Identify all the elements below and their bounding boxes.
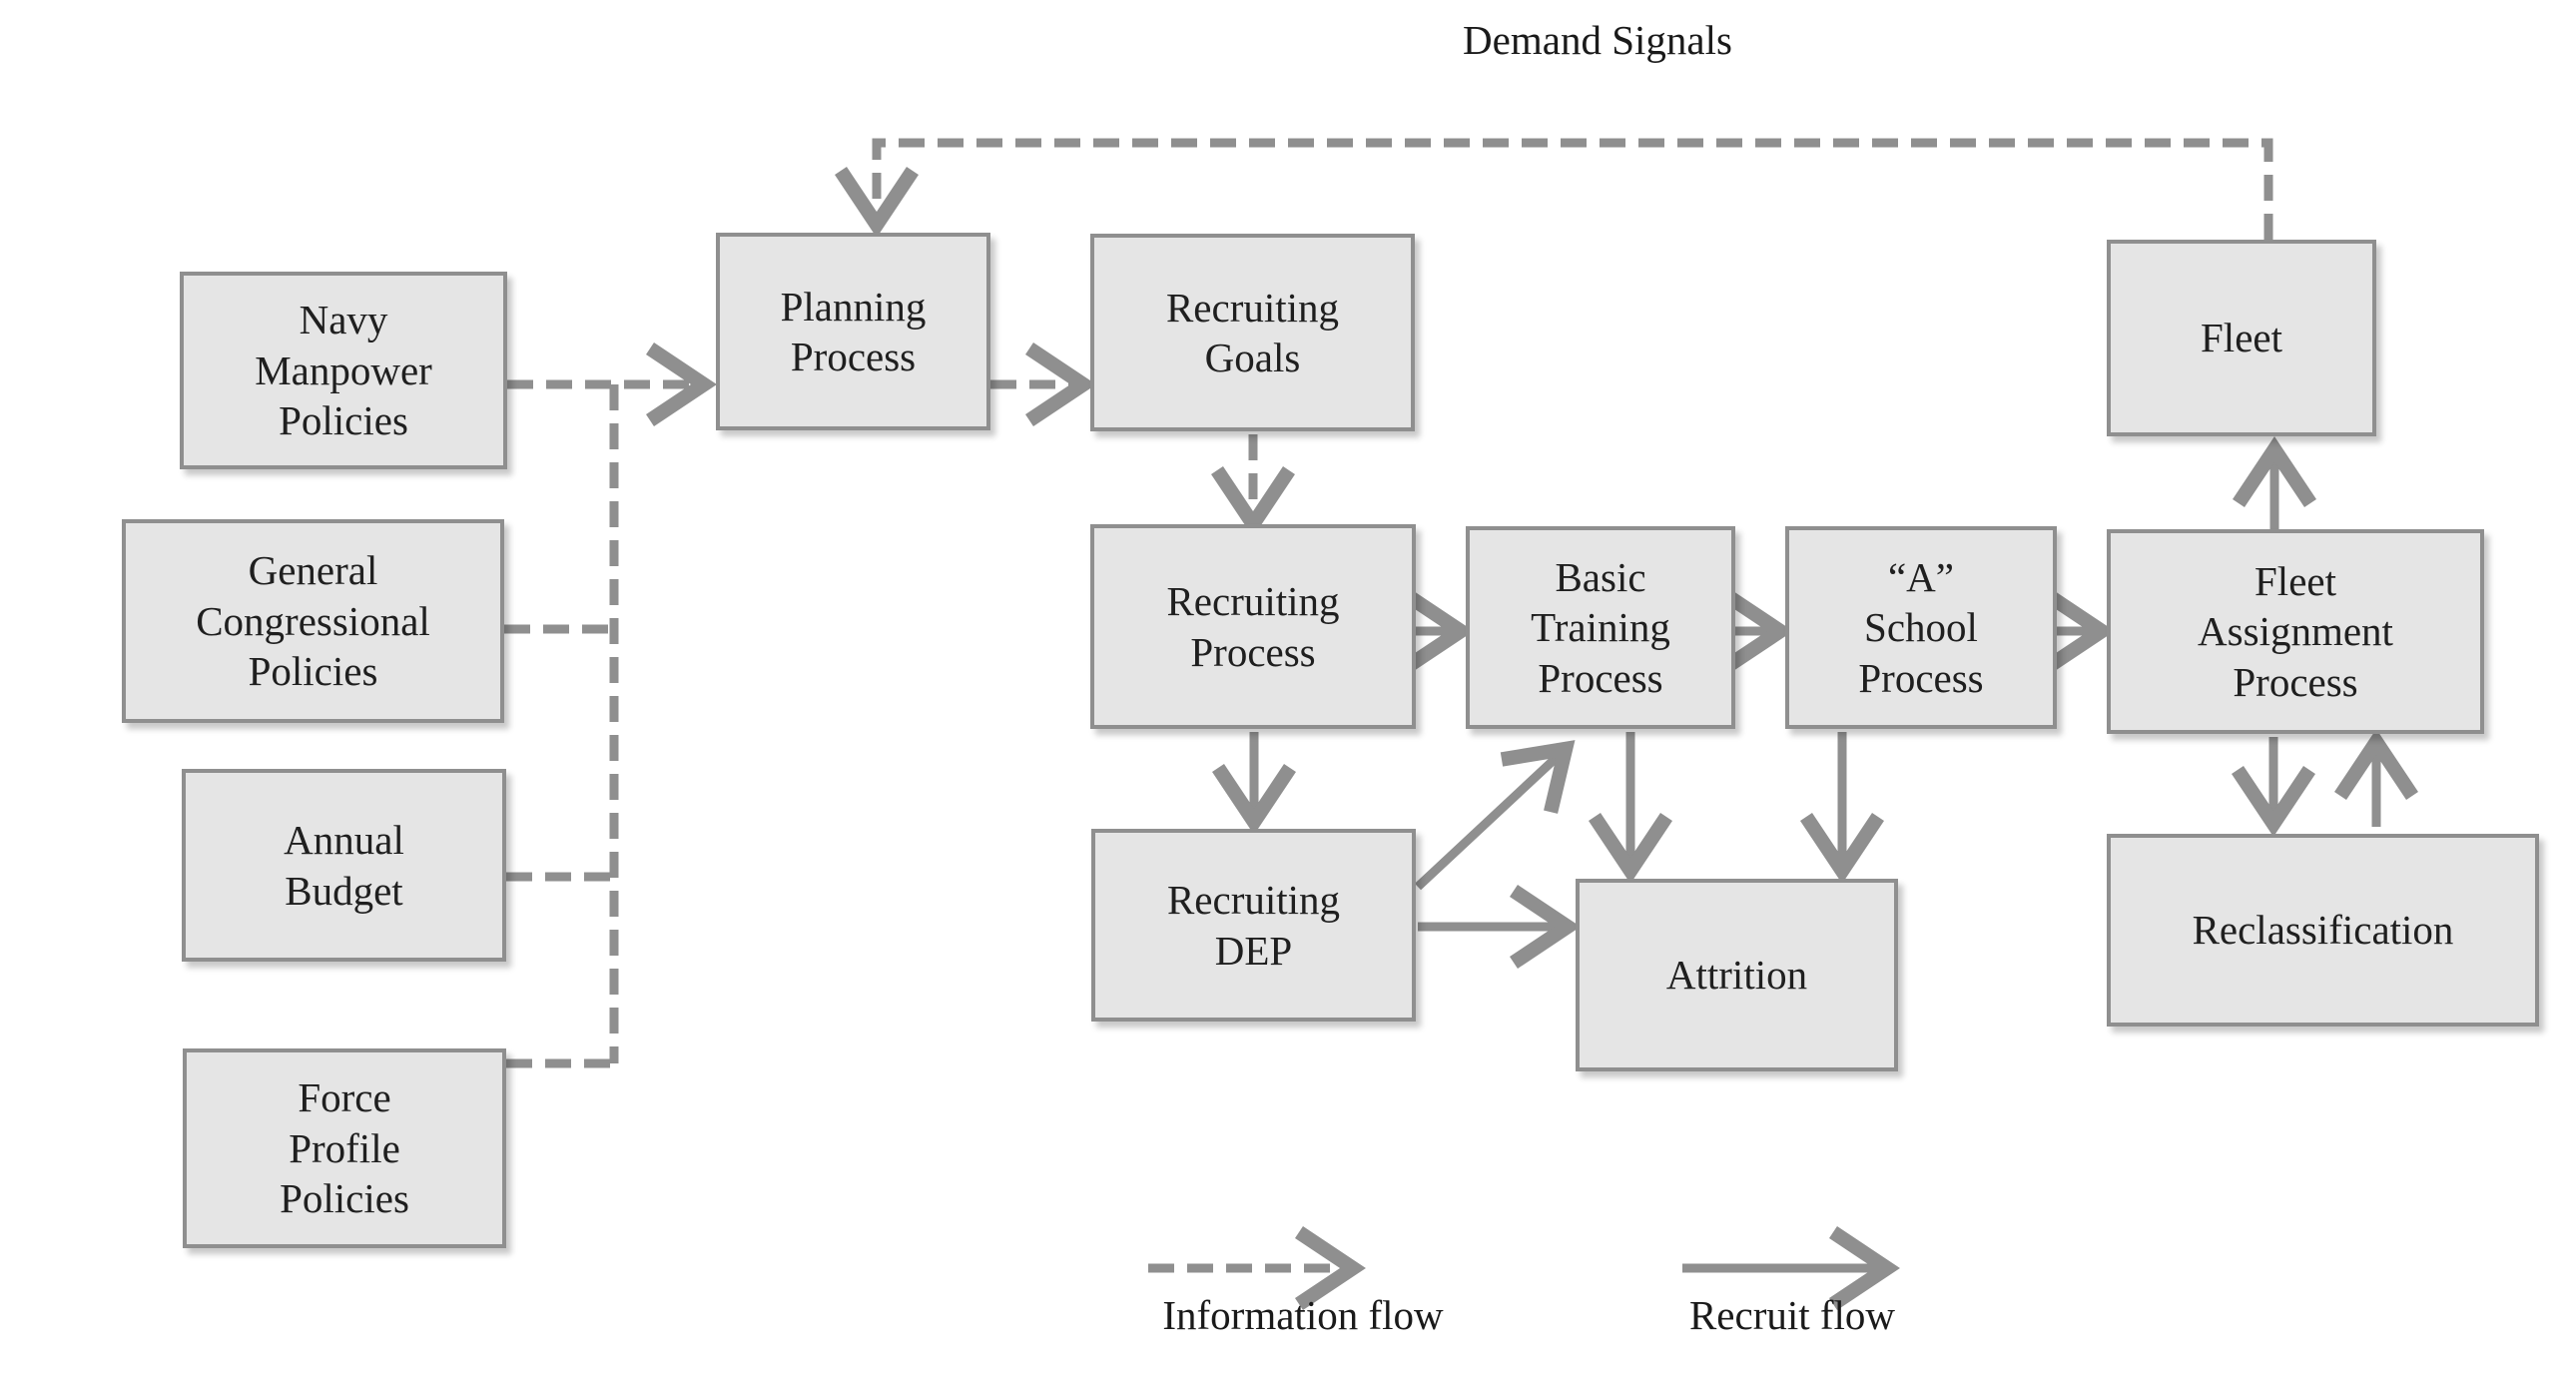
force-profile-policies-label: Force Profile Policies bbox=[280, 1074, 409, 1222]
demand-signals-label: Demand Signals bbox=[1463, 17, 1732, 63]
reclassification-label: Reclassification bbox=[2192, 907, 2454, 954]
recruiting-process-label: Recruiting Process bbox=[1166, 578, 1340, 675]
attrition-box: Attrition bbox=[1576, 879, 1898, 1071]
recruiting-dep-label: Recruiting DEP bbox=[1166, 877, 1341, 974]
basic-training-process-box: Basic Training Process bbox=[1466, 526, 1735, 729]
annual-budget-box: Annual Budget bbox=[182, 769, 506, 962]
info-arrow-demand-signals bbox=[835, 138, 2273, 240]
a-school-process-label: “A” School Process bbox=[1858, 553, 1984, 701]
planning-process-label: Planning Process bbox=[780, 283, 927, 379]
navy-manpower-policies-label: Navy Manpower Policies bbox=[255, 297, 432, 444]
fleet-box: Fleet bbox=[2107, 240, 2376, 436]
force-profile-policies-box: Force Profile Policies bbox=[183, 1048, 506, 1248]
recruit-arrow-dep-to-basic bbox=[1414, 740, 1576, 891]
recruiting-dep-box: Recruiting DEP bbox=[1091, 829, 1416, 1022]
recruiting-goals-label: Recruiting Goals bbox=[1165, 284, 1340, 380]
fleet-assignment-process-box: Fleet Assignment Process bbox=[2107, 529, 2484, 734]
a-school-process-box: “A” School Process bbox=[1785, 526, 2057, 729]
reclassification-box: Reclassification bbox=[2107, 834, 2539, 1027]
fleet-assignment-process-label: Fleet Assignment Process bbox=[2198, 557, 2393, 705]
fleet-label: Fleet bbox=[2201, 315, 2282, 361]
legend-recruit-flow-label: Recruit flow bbox=[1688, 1292, 1896, 1338]
annual-budget-label: Annual Budget bbox=[284, 817, 404, 914]
basic-training-process-label: Basic Training Process bbox=[1531, 553, 1670, 701]
recruiting-process-box: Recruiting Process bbox=[1090, 524, 1416, 729]
general-congressional-policies-box: General Congressional Policies bbox=[122, 519, 504, 723]
general-congressional-policies-label: General Congressional Policies bbox=[196, 547, 430, 695]
recruiting-goals-box: Recruiting Goals bbox=[1090, 234, 1415, 431]
attrition-label: Attrition bbox=[1665, 952, 1808, 999]
navy-manpower-policies-box: Navy Manpower Policies bbox=[180, 272, 507, 469]
legend-information-flow-label: Information flow bbox=[1162, 1292, 1444, 1338]
planning-process-box: Planning Process bbox=[716, 233, 990, 430]
